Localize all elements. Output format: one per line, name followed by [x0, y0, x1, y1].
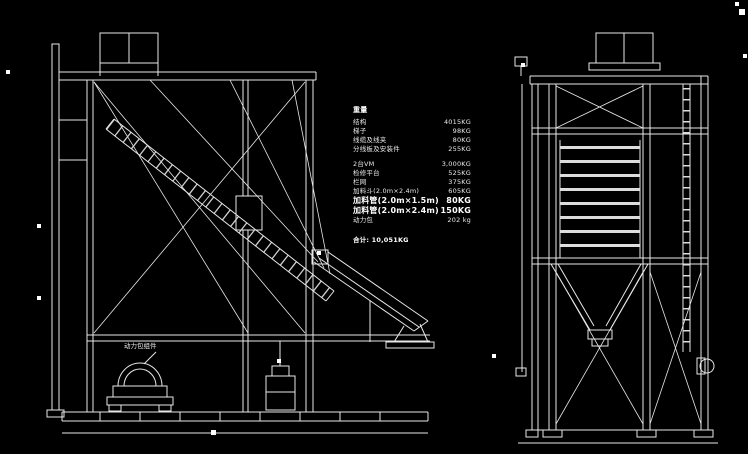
- spec-label: 2台VM: [353, 160, 375, 168]
- front-view-drawing: [46, 32, 435, 434]
- frame-legs: [86, 341, 314, 412]
- spec-row: 加料斗(2.0m×2.4m) 605KG: [353, 187, 471, 196]
- spec-label: 动力包: [353, 216, 374, 224]
- inclined-conveyor: [105, 118, 335, 302]
- rung-stack: [559, 140, 641, 258]
- spec-value: 202 kg: [447, 216, 471, 224]
- spec-label: 梯子: [353, 127, 367, 135]
- spec-label: 加料斗(2.0m×2.4m): [353, 187, 420, 195]
- top-box: [99, 32, 159, 76]
- side-drum: [696, 357, 715, 375]
- top-beam: [59, 71, 317, 81]
- spec-row: 栏网 375KG: [353, 178, 471, 187]
- left-mast: [46, 43, 87, 418]
- spec-row: 结构 4015KG: [353, 118, 471, 127]
- access-ladder: [682, 84, 691, 352]
- spec-label: 线缆及线夹: [353, 136, 387, 144]
- side-base: [518, 429, 718, 444]
- spec-label: 分线板及安装件: [353, 145, 400, 153]
- bottom-chords: [87, 334, 430, 342]
- spec-row: 检修平台 525KG: [353, 169, 471, 178]
- spec-row: 加料管(2.0m×1.5m) 80KG: [353, 196, 471, 206]
- spec-label: 加料管(2.0m×2.4m): [353, 206, 439, 215]
- spec-row: 2台VM 3,000KG: [353, 160, 471, 169]
- spec-value: 98KG: [452, 127, 471, 135]
- side-top-beam: [529, 75, 708, 85]
- spec-title: 重量: [353, 106, 368, 114]
- spec-row: 分线板及安装件 255KG: [353, 145, 471, 154]
- spec-value: 605KG: [448, 187, 471, 195]
- power-pack-label: 动力包组件: [124, 342, 157, 350]
- pump-unit: [265, 341, 296, 411]
- spec-row: 加料管(2.0m×2.4m) 150KG: [353, 206, 471, 216]
- side-columns: [531, 76, 709, 430]
- spec-row: 动力包 202 kg: [353, 216, 471, 225]
- spec-row: 梯子 98KG: [353, 127, 471, 136]
- spec-row: 线缆及线夹 80KG: [353, 136, 471, 145]
- spec-total: 合计: 10,051KG: [353, 236, 409, 244]
- weight-spec-table: 重量 结构 4015KG 梯子 98KG 线缆及线夹 80KG 分线板及安装件 …: [353, 106, 471, 245]
- spec-value: 525KG: [448, 169, 471, 177]
- spec-value: 150KG: [440, 206, 471, 215]
- side-view-drawing: [514, 32, 718, 444]
- side-chords: [532, 127, 708, 265]
- spec-label: 结构: [353, 118, 367, 126]
- spec-label: 加料管(2.0m×1.5m): [353, 196, 439, 205]
- spec-gap: [353, 225, 471, 231]
- spec-value: 80KG: [446, 196, 471, 205]
- frame-columns: [86, 80, 314, 341]
- spec-label: 栏网: [353, 178, 367, 186]
- power-pack-assembly: [106, 351, 174, 412]
- diagonal-bracing: [93, 79, 331, 334]
- spec-value: 80KG: [452, 136, 471, 144]
- grip-marks: [6, 2, 747, 435]
- side-left-bracket: [514, 56, 528, 377]
- spec-value: 3,000KG: [441, 160, 471, 168]
- discharge-chute: [313, 251, 435, 349]
- side-x-bracing: [555, 85, 644, 129]
- spec-value: 375KG: [448, 178, 471, 186]
- side-top-box: [588, 32, 661, 71]
- side-leg-bracing: [555, 271, 702, 425]
- base-band: [61, 411, 429, 434]
- spec-label: 检修平台: [353, 169, 380, 177]
- spec-value: 4015KG: [443, 118, 471, 126]
- side-hopper: [550, 263, 649, 347]
- spec-value: 255KG: [448, 145, 471, 153]
